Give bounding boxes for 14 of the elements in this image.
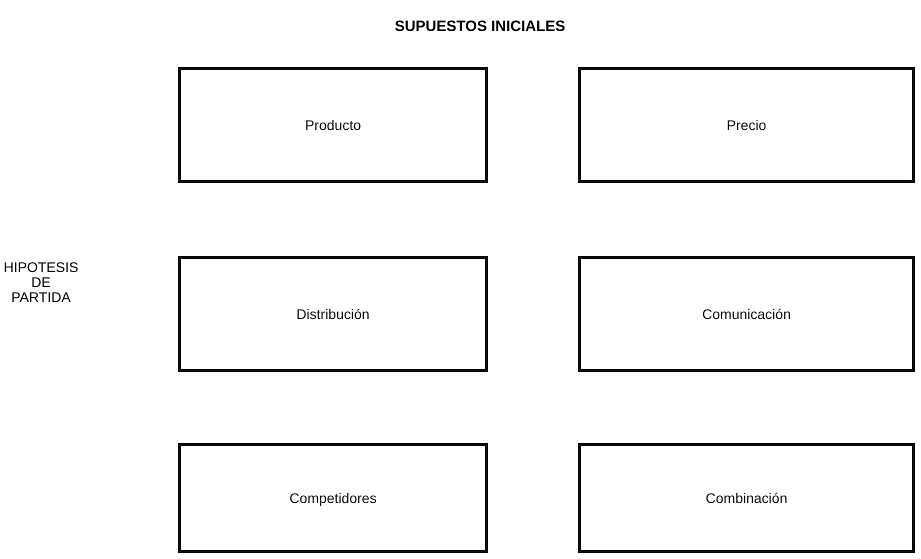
box-label: Combinación [706,490,788,506]
category-box [578,67,915,183]
category-box [578,443,915,553]
box-label: Precio [726,117,766,133]
box-label: Producto [304,117,362,133]
diagram-title: SUPUESTOS INICIALES [394,18,566,35]
box-label: Competidores [289,490,377,506]
row-label: HIPOTESIS DE PARTIDA [2,260,80,305]
category-box [178,67,488,183]
category-box [178,256,488,372]
category-box [578,256,915,372]
category-box [178,443,488,553]
box-label: Distribución [296,306,370,322]
box-label: Comunicación [702,306,791,322]
